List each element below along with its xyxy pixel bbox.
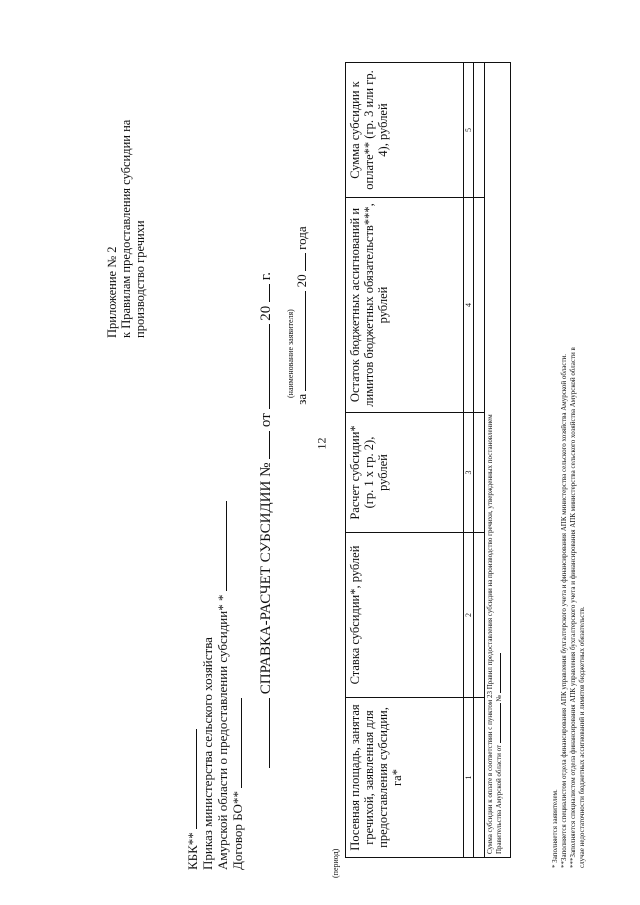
order-blank	[216, 501, 227, 592]
rotated-document: Приложение № 2 к Правилам предоставления…	[95, 28, 640, 878]
period-year-prefix: 20	[294, 274, 309, 288]
footer-line-2-text: Правительства Амурской области от	[495, 744, 503, 854]
column-number: 4	[463, 197, 474, 413]
title-year-suffix: г.	[258, 272, 274, 281]
title-year-blank	[259, 284, 270, 302]
kbk-line: КБК**	[185, 501, 200, 870]
order-line-2: Амурской области о предоставлении субсид…	[215, 501, 230, 870]
footnotes: * Заполняется заявителем. **Заполняется …	[551, 38, 587, 868]
kbk-label: КБК**	[185, 832, 200, 870]
header-fields: КБК** Приказ министерства сельского хозя…	[185, 501, 245, 870]
contract-blank	[231, 697, 242, 788]
header-cell-remaining: Остаток бюджетных ассигнований и лимитов…	[345, 197, 464, 413]
header-cell-calc: Расчет субсидии* (гр. 1 х гр. 2), рублей	[345, 412, 464, 533]
footnote-3: ***Заполняется специалистом отдела финан…	[569, 347, 577, 868]
applicant-blank	[259, 698, 270, 768]
footnote-4: случае недостаточности бюджетных ассигно…	[578, 606, 586, 868]
column-number: 2	[463, 532, 474, 698]
header-cell-payable: Сумма субсидии к оплате** (гр. 3 или гр.…	[345, 62, 464, 198]
data-cell[interactable]	[473, 412, 485, 533]
footer-number-blank	[494, 653, 501, 693]
period-za: за	[294, 393, 309, 405]
document-title: СПРАВКА-РАСЧЕТ СУБСИДИИ № от 20 г.	[258, 68, 275, 768]
data-row	[473, 62, 485, 858]
period-year-suffix: года	[294, 226, 309, 250]
appendix-line-2: к Правилам предоставления субсидии на	[119, 119, 133, 338]
column-number: 3	[463, 412, 474, 533]
column-number: 5	[463, 62, 474, 198]
footer-no: №	[495, 694, 503, 702]
appendix-block: Приложение № 2 к Правилам предоставления…	[105, 120, 147, 338]
contract-line: Договор БО**	[230, 501, 245, 870]
from-label: от	[258, 413, 274, 428]
order-label: Амурской области о предоставлении субсид…	[215, 594, 230, 870]
table-footer-row: Сумма субсидии к оплате в соответствии с…	[484, 62, 511, 858]
footnote-1: * Заполняется заявителем.	[551, 789, 559, 868]
header-cell-rate: Ставка субсидии*, рублей	[345, 532, 464, 698]
footer-cell: Сумма субсидии к оплате в соответствии с…	[484, 62, 511, 858]
appendix-line-3: производство гречихи	[133, 220, 147, 338]
data-cell[interactable]	[473, 697, 485, 858]
data-cell[interactable]	[473, 62, 485, 198]
period-blank	[295, 290, 306, 391]
column-number: 1	[463, 697, 474, 858]
footer-line-2: Правительства Амурской области от №	[494, 66, 503, 854]
subsidy-table-wrap: Посевная площадь, занятая гречихой, заяв…	[345, 62, 511, 858]
title-text: СПРАВКА-РАСЧЕТ СУБСИДИИ №	[258, 462, 274, 695]
period-year-blank	[295, 253, 306, 272]
number-blank	[259, 430, 270, 459]
period-caption: (период)	[331, 848, 340, 878]
appendix-line-1: Приложение № 2	[105, 246, 119, 338]
date-blank	[259, 324, 270, 410]
table-header-row: Посевная площадь, занятая гречихой, заяв…	[345, 62, 464, 858]
header-cell-area: Посевная площадь, занятая гречихой, заяв…	[345, 697, 464, 858]
footer-date-blank	[494, 703, 501, 744]
data-cell[interactable]	[473, 197, 485, 413]
order-line-1: Приказ министерства сельского хозяйства	[200, 637, 215, 870]
contract-label: Договор БО**	[230, 791, 245, 870]
kbk-blank	[186, 728, 197, 829]
footer-line-1: Сумма субсидии к оплате в соответствии с…	[486, 414, 494, 854]
data-cell[interactable]	[473, 532, 485, 698]
title-year-prefix: 20	[258, 305, 274, 321]
column-number-row: 1 2 3 4 5	[463, 62, 474, 858]
subsidy-table: Посевная площадь, занятая гречихой, заяв…	[345, 62, 511, 858]
period-row: за 20 года	[294, 28, 310, 878]
footnote-2: **Заполняется специалистом отдела финанс…	[560, 353, 568, 868]
